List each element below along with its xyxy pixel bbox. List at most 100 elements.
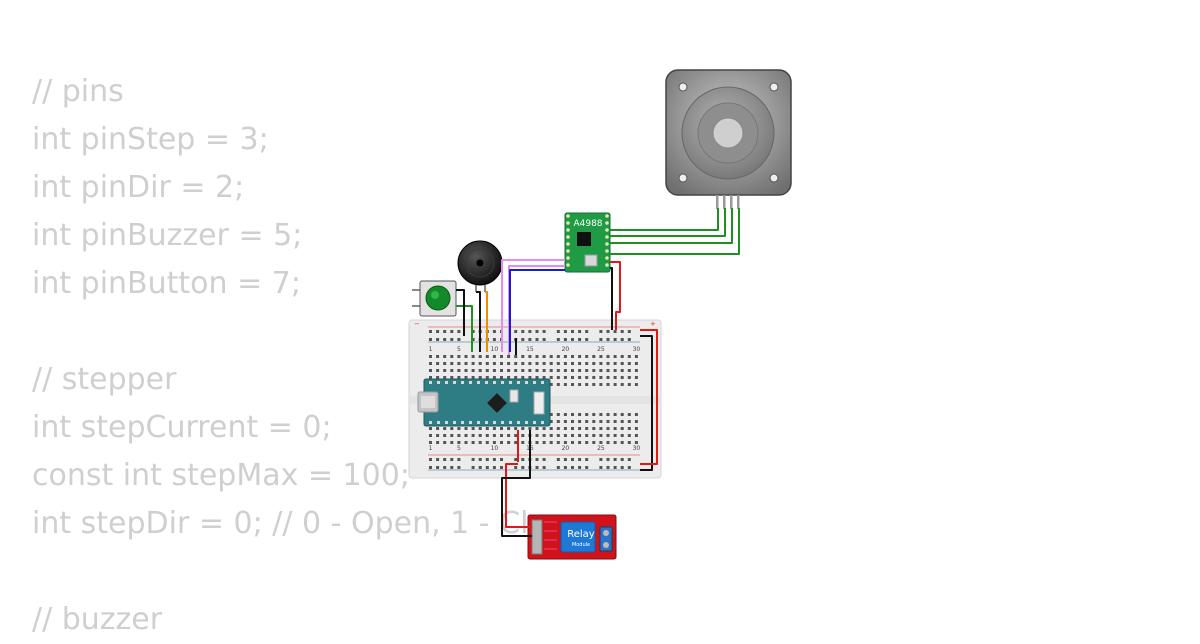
arduino-nano [417,378,551,427]
breadboard-hole [627,441,631,444]
breadboard-hole [471,441,475,444]
breadboard-hole [563,383,567,386]
breadboard-hole [521,434,525,437]
breadboard-hole [485,362,489,365]
relay-header [531,519,543,555]
breadboard-hole [627,383,631,386]
breadboard-hole [556,434,560,437]
breadboard-hole [471,330,475,333]
breadboard-hole [599,362,603,365]
nano-pin [501,381,504,384]
breadboard-hole [528,355,532,358]
reset-button [533,391,545,415]
wire-motor-a1 [610,208,719,231]
breadboard-hole [464,376,468,379]
breadboard-hole [500,362,503,365]
breadboard-hole [436,466,440,469]
nano-pin [469,381,472,384]
breadboard-hole [634,413,638,416]
breadboard-hole [585,362,589,365]
breadboard-column-number: 1 [429,445,433,452]
breadboard-hole [549,420,553,423]
breadboard-hole [549,362,553,365]
wire-relay-gnd [501,470,532,537]
breadboard-hole [627,420,631,423]
breadboard-hole [464,355,468,358]
breadboard-hole [542,369,546,372]
breadboard-hole [556,369,560,372]
nano-pin [477,421,480,424]
a4988-driver: A4988 [564,212,611,273]
breadboard-hole [620,362,624,365]
breadboard-hole [556,338,560,341]
breadboard-hole [613,362,617,365]
breadboard-hole [521,338,525,341]
driver-chip [577,232,591,246]
breadboard-hole [606,362,610,365]
breadboard-hole [471,376,475,379]
breadboard-hole [521,427,525,430]
breadboard-hole [507,355,511,358]
breadboard-hole [514,330,518,333]
nano-pin [493,421,496,424]
breadboard-hole [578,434,582,437]
breadboard-hole [620,369,624,372]
breadboard-hole [436,434,440,437]
driver-pin [605,228,609,232]
breadboard-hole [585,434,589,437]
breadboard-hole [620,420,624,423]
nano-pin [485,421,488,424]
breadboard-hole [436,376,440,379]
breadboard-hole [436,458,440,461]
breadboard-hole [571,330,574,333]
breadboard-hole [450,458,454,461]
breadboard-column-number: 25 [597,346,605,353]
breadboard-hole [571,376,574,379]
breadboard-hole [521,466,525,469]
breadboard-hole [592,362,596,365]
breadboard-hole [521,330,525,333]
mounting-hole [678,173,688,183]
breadboard-hole [563,338,567,341]
driver-pin [605,214,609,218]
breadboard-hole [521,376,525,379]
nano-pin [517,381,520,384]
breadboard-hole [485,369,489,372]
breadboard-hole [535,369,539,372]
breadboard-hole [578,383,582,386]
breadboard-hole [450,427,454,430]
breadboard-hole [500,355,503,358]
breadboard-hole [542,338,546,341]
breadboard-hole [478,434,482,437]
breadboard-hole [478,466,482,469]
breadboard-hole [492,376,496,379]
breadboard-hole [563,330,567,333]
breadboard-hole [485,458,489,461]
breadboard-column-number: 25 [597,445,605,452]
breadboard-hole [606,330,610,333]
breadboard-hole [585,466,589,469]
breadboard-hole [556,466,560,469]
nano-pin [453,421,456,424]
breadboard-hole [429,466,432,469]
breadboard-hole [571,458,574,461]
breadboard-hole [627,458,631,461]
breadboard-hole [450,376,454,379]
breadboard-hole [500,376,503,379]
breadboard-hole [492,427,496,430]
breadboard-hole [634,383,638,386]
breadboard-hole [571,434,574,437]
breadboard-hole [471,466,475,469]
breadboard-hole [578,362,582,365]
breadboard-hole [492,458,496,461]
breadboard-hole [620,330,624,333]
nano-pin [461,381,464,384]
breadboard-hole [485,355,489,358]
breadboard-hole [627,427,631,430]
breadboard-hole [429,441,432,444]
breadboard-hole [606,338,610,341]
motor-shaft [712,117,744,149]
relay-block [560,521,596,553]
wire-buzzer-gnd [476,291,481,352]
